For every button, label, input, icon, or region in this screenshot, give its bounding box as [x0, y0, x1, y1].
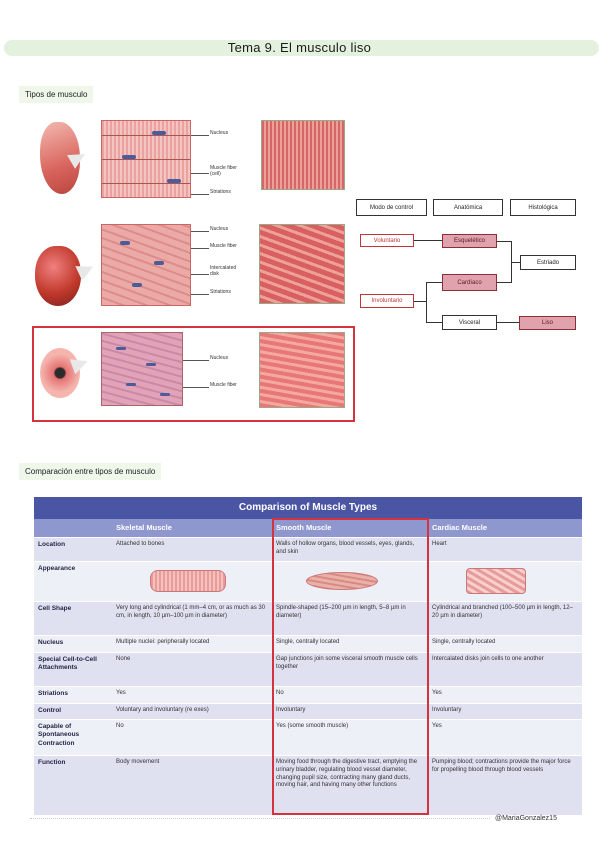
cell-smooth: Walls of hollow organs, blood vessels, e…	[276, 541, 415, 555]
cell-smooth: Involuntary	[276, 707, 306, 713]
table-row: Nucleus Multiple nuclei: peripherally lo…	[34, 635, 582, 652]
callout-nucleus: Nucleus	[210, 226, 229, 232]
cardiac-micrograph	[259, 224, 345, 304]
title-highlight	[4, 40, 599, 56]
row-label: Control	[38, 707, 62, 714]
cell-smooth: Moving food through the digestive tract,…	[276, 759, 418, 789]
cell-smooth: Spindle-shaped (15–200 µm in length, 5–8…	[276, 605, 406, 619]
comparison-table: Comparison of Muscle Types Skeletal Musc…	[34, 497, 582, 815]
diagram-esqueletico: Esquelético	[442, 234, 497, 248]
smooth-cell-image	[306, 572, 378, 590]
cell-cardiac: Pumping blood; contractions provide the …	[432, 759, 571, 773]
callout-striations: Striations	[210, 189, 231, 195]
diagram-cardiaco: Cardíaco	[442, 274, 497, 291]
cell-skeletal: No	[116, 723, 124, 729]
heart-illustration	[35, 246, 81, 306]
cell-skeletal: Attached to bones	[116, 541, 165, 547]
cell-smooth: Yes (some smooth muscle)	[276, 723, 349, 729]
cell-skeletal: Very long and cylindrical (1 mm–4 cm, or…	[116, 605, 266, 619]
arm-illustration	[40, 122, 80, 194]
callout-muscle-fiber: Muscle fiber	[210, 382, 237, 388]
smooth-micrograph	[259, 332, 345, 408]
author-credit: @MariaGonzalez15	[495, 815, 557, 822]
row-label: Location	[38, 541, 66, 548]
smooth-muscle-highlight	[32, 326, 355, 422]
table-header-skeletal: Skeletal Muscle	[116, 523, 172, 532]
table-header-empty	[34, 519, 112, 537]
section-label-comparacion: Comparación entre tipos de musculo	[19, 463, 162, 480]
row-label: Striations	[38, 690, 68, 697]
cell-smooth: No	[276, 690, 284, 696]
callout-intercalated-disk: Intercalated disk	[210, 265, 237, 277]
table-title: Comparison of Muscle Types	[34, 497, 582, 519]
cell-cardiac: Heart	[432, 541, 447, 547]
diagram-header-anatomica: Anatómica	[433, 199, 503, 216]
cell-skeletal: None	[116, 656, 131, 662]
callout-nucleus: Nucleus	[210, 130, 229, 136]
row-label: Capable of Spontaneous Contraction	[38, 723, 80, 747]
row-label: Appearance	[38, 565, 76, 572]
diagram-liso: Liso	[519, 316, 576, 330]
cell-cardiac: Involuntary	[432, 707, 462, 713]
section-label-tipos: Tipos de musculo	[19, 86, 94, 103]
cell-cardiac: Cylindrical and branched (100–500 µm in …	[432, 605, 573, 619]
table-row: Special Cell-to-Cell Attachments None Ga…	[34, 652, 582, 686]
vessel-illustration	[40, 348, 80, 398]
table-header-cardiac: Cardiac Muscle	[432, 523, 488, 532]
page-title: Tema 9. El musculo liso	[227, 40, 372, 55]
callout-muscle-fiber: Muscle fiber	[210, 243, 237, 249]
cell-skeletal: Yes	[116, 690, 126, 696]
diagram-header-control: Modo de control	[356, 199, 427, 216]
table-row: Control Voluntary and involuntary (re ex…	[34, 703, 582, 719]
diagram-involuntario: Involuntario	[360, 294, 414, 308]
cell-skeletal: Body movement	[116, 759, 160, 765]
skeletal-micrograph	[261, 120, 345, 190]
skeletal-cell-image	[150, 570, 226, 592]
cell-cardiac: Yes	[432, 690, 442, 696]
diagram-header-histologica: Histológica	[510, 199, 576, 216]
cell-skeletal: Voluntary and involuntary (re exes)	[116, 707, 209, 713]
cell-cardiac: Intercalated disks join cells to one ano…	[432, 656, 544, 662]
skeletal-fiber-drawing	[101, 120, 191, 198]
row-label: Function	[38, 759, 66, 766]
table-row: Capable of Spontaneous Contraction No Ye…	[34, 719, 582, 755]
cell-cardiac-appearance	[428, 562, 582, 601]
table-header-smooth: Smooth Muscle	[276, 523, 332, 532]
cell-smooth-appearance	[272, 562, 428, 601]
row-label: Nucleus	[38, 639, 64, 646]
table-row: Cell Shape Very long and cylindrical (1 …	[34, 601, 582, 635]
callout-striations: Striations	[210, 289, 231, 295]
diagram-estriado: Estriado	[520, 255, 576, 270]
table-row: Function Body movement Moving food throu…	[34, 755, 582, 815]
table-column-headers: Skeletal Muscle Smooth Muscle Cardiac Mu…	[34, 519, 582, 537]
cell-skeletal: Multiple nuclei: peripherally located	[116, 639, 210, 645]
smooth-fiber-drawing	[101, 332, 183, 406]
row-label: Cell Shape	[38, 605, 72, 612]
table-row: Appearance	[34, 561, 582, 601]
table-row: Location Attached to bones Walls of holl…	[34, 537, 582, 561]
table-row: Striations Yes No Yes	[34, 686, 582, 703]
callout-muscle-fiber: Muscle fiber (cell)	[210, 165, 237, 177]
cell-skeletal-appearance	[112, 562, 272, 601]
cardiac-cell-image	[466, 568, 526, 594]
cell-smooth: Gap junctions join some visceral smooth …	[276, 656, 418, 670]
cell-cardiac: Yes	[432, 723, 442, 729]
cell-smooth: Single, centrally located	[276, 639, 340, 645]
diagram-voluntario: Voluntario	[360, 234, 414, 247]
smooth-column-highlight	[272, 518, 429, 815]
row-label: Special Cell-to-Cell Attachments	[38, 656, 97, 672]
cell-cardiac: Single, centrally located	[432, 639, 496, 645]
footer-divider	[30, 818, 490, 819]
diagram-visceral: Visceral	[442, 315, 497, 330]
callout-nucleus: Nucleus	[210, 355, 229, 361]
cardiac-fiber-drawing	[101, 224, 191, 306]
